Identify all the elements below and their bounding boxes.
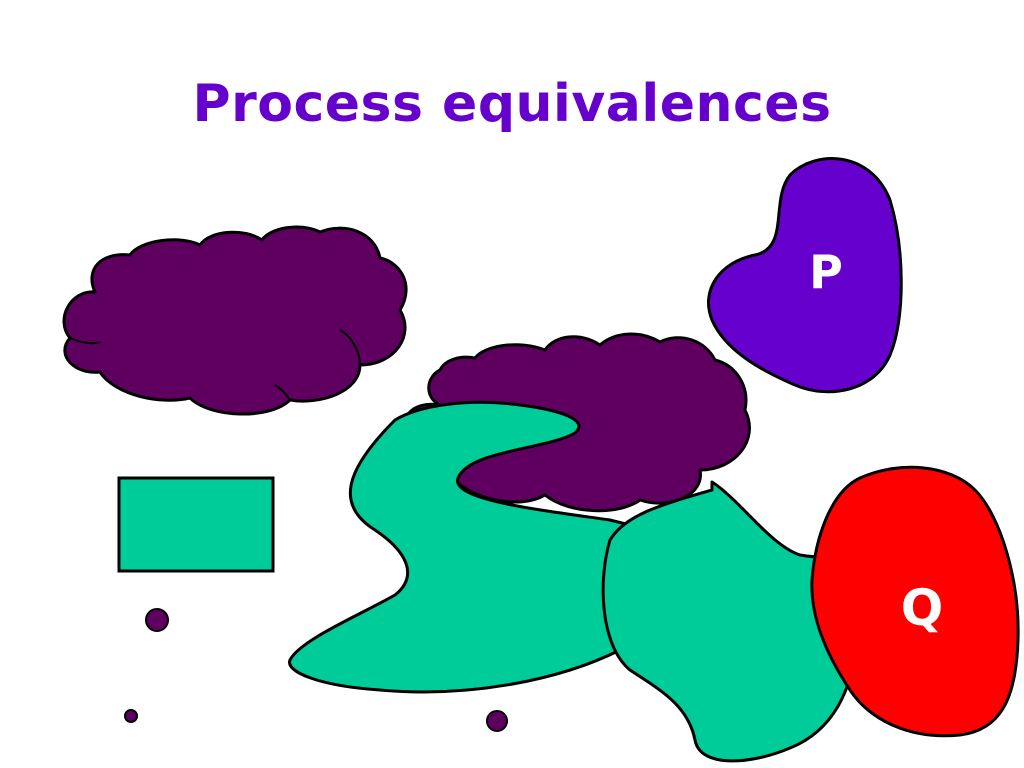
cloud-left <box>62 225 408 416</box>
dot-small <box>124 709 138 723</box>
teal-rectangle <box>117 476 275 573</box>
cloud-left-fold <box>69 329 361 401</box>
q-blob <box>810 465 1020 738</box>
dot-medium <box>486 710 508 732</box>
q-label: Q <box>901 579 944 637</box>
p-label: P <box>809 245 843 299</box>
dot-large <box>145 608 169 632</box>
slide-title: Process equivalences <box>192 74 832 134</box>
p-blob <box>707 157 903 394</box>
